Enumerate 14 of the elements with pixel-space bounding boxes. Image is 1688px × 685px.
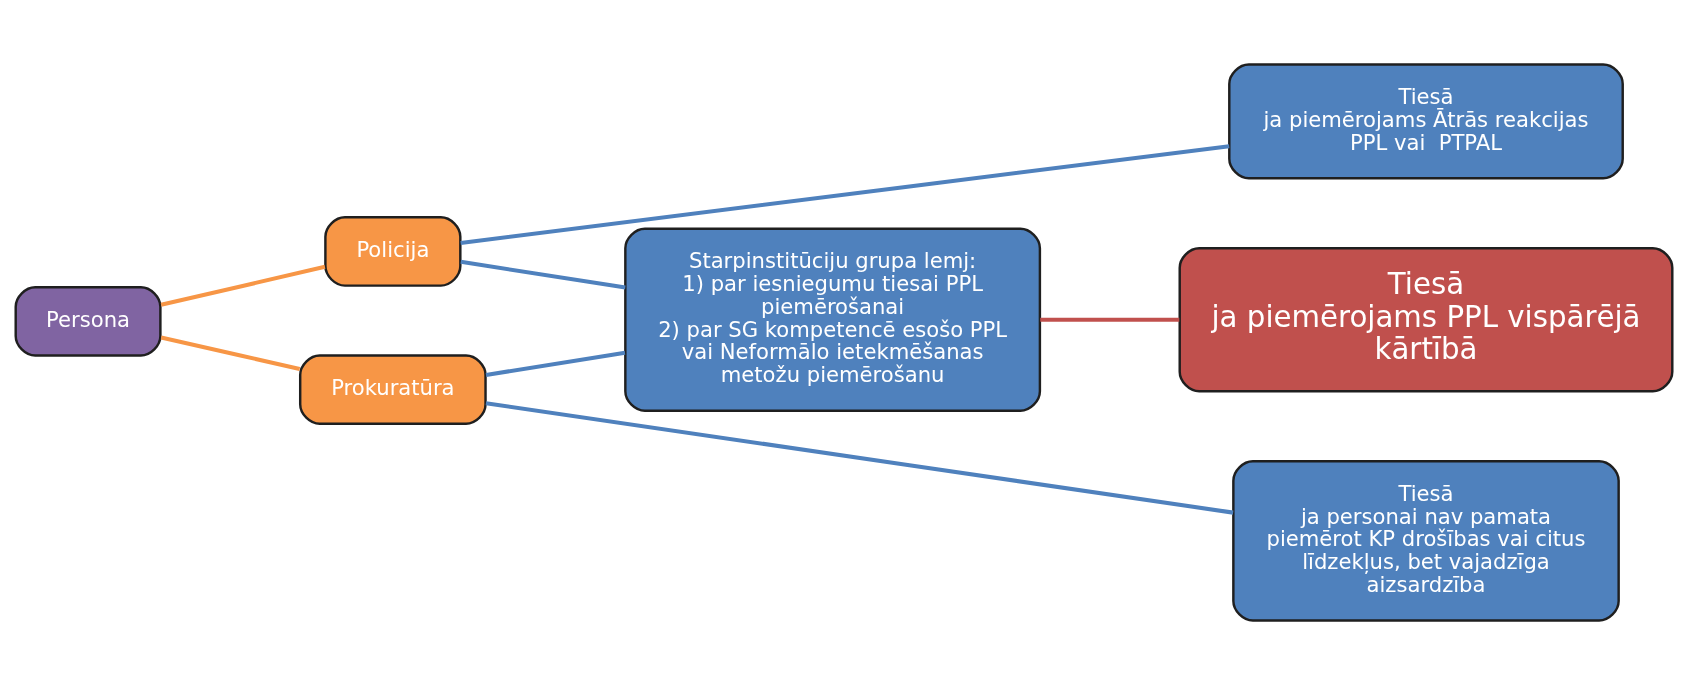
connector: [485, 401, 1234, 515]
node-box: Policija: [324, 216, 462, 287]
connector: [160, 264, 326, 307]
connector: [460, 144, 1230, 245]
node-box: Persona: [14, 286, 162, 357]
connector: [485, 350, 626, 377]
connector: [160, 335, 301, 371]
connector: [1040, 317, 1180, 322]
node-box: Tiesā ja personai nav pamata piemērot KP drošības vai citus līdzekļus, bet vajadzīga aizsardzība: [1232, 459, 1620, 622]
node-box: Prokuratūra: [298, 354, 487, 425]
connector: [460, 259, 626, 290]
node-box: Tiesā ja piemērojams PPL vispārējā kārtībā: [1178, 247, 1674, 393]
node-box: Starpinstitūciju grupa lemj: 1) par iesniegumu tiesai PPL piemērošanai 2) par SG kompetencē esošo PPL vai Neformālo ietekmēšanas metožu piemērošanu: [624, 227, 1042, 412]
node-box: Tiesā ja piemērojams Ātrās reakcijas PPL vai PTPAL: [1228, 63, 1624, 180]
